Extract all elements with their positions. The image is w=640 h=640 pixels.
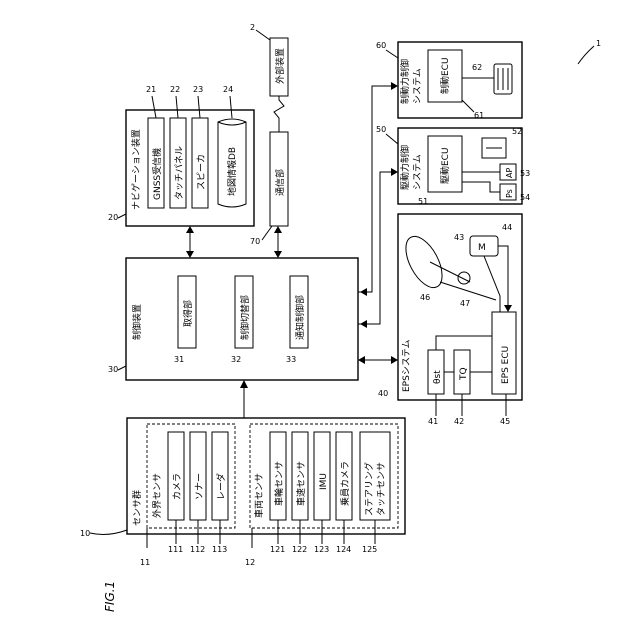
sensor-group-ref: 10 xyxy=(80,529,90,538)
shaft-ref: 47 xyxy=(460,299,470,308)
wireless-link xyxy=(274,96,284,132)
steering-wheel-icon xyxy=(398,231,449,294)
external-sensor-title: 外界センサ xyxy=(151,473,163,518)
mechanism-ref: 43 xyxy=(454,233,464,242)
map-db-ref: 24 xyxy=(223,85,233,94)
motor-ref: 44 xyxy=(502,223,512,232)
comm-unit-label: 通信部 xyxy=(274,169,286,196)
control-switch-unit-label: 制御切替部 xyxy=(239,295,251,340)
control-device-title: 制御装置 xyxy=(131,304,143,340)
map-db-label: 地図情報DB xyxy=(226,147,238,196)
drive-system-title-2: システム xyxy=(412,154,423,190)
sensor-group-title: センサ群 xyxy=(131,490,143,526)
radar-label: レーダ xyxy=(215,473,227,500)
eps-system-title: EPSシステム xyxy=(401,339,412,392)
control-brake-wire xyxy=(358,86,396,292)
occupant-camera-ref: 124 xyxy=(336,545,351,554)
drive-ecu-ref: 51 xyxy=(418,197,428,206)
brake-system-title-1: 制動力制御 xyxy=(399,59,411,104)
torque-sensor-ref: 42 xyxy=(454,417,464,426)
theta-st-label: θst xyxy=(433,370,443,384)
speaker-ref: 23 xyxy=(193,85,203,94)
torque-sensor-label: TQ xyxy=(459,367,469,381)
drive-ecu-label: 駆動ECU xyxy=(440,147,451,184)
control-device-ref: 30 xyxy=(108,365,118,374)
steering-rack xyxy=(440,282,496,300)
acquisition-unit-label: 取得部 xyxy=(182,300,194,327)
sensor-group: センサ群 10 外界センサ 11 カメラ 111 ソナー 112 レーダ 113… xyxy=(80,418,405,567)
imu-label: IMU xyxy=(319,473,329,490)
drive-system-title-1: 駆動力制御 xyxy=(399,145,411,190)
eps-system-ref: 40 xyxy=(378,389,388,398)
system-ref-leader xyxy=(578,46,594,64)
gnss-receiver-label: GNSS受信機 xyxy=(151,148,163,200)
brake-system-title-2: システム xyxy=(412,68,423,104)
touch-panel-label: タッチパネル xyxy=(174,146,185,200)
vehicle-sensor-ref: 12 xyxy=(245,558,255,567)
notification-unit-ref: 33 xyxy=(286,355,296,364)
occupant-camera-label: 乗員カメラ xyxy=(339,461,351,506)
control-switch-unit-ref: 32 xyxy=(231,355,241,364)
speed-sensor-ref: 122 xyxy=(292,545,307,554)
sonar-label: ソナー xyxy=(194,473,205,500)
brake-pedal-ref: 62 xyxy=(472,63,482,72)
gnss-receiver-ref: 21 xyxy=(146,85,156,94)
external-device-label: 外部装置 xyxy=(274,48,286,84)
wheel-sensor-label: 車輪センサ xyxy=(273,461,285,506)
control-drive-wire xyxy=(358,172,396,324)
drive-system: 駆動力制御 システム 50 駆動ECU 51 52 AP 53 Ps 54 xyxy=(376,125,530,206)
imu-ref: 123 xyxy=(314,545,329,554)
brake-ecu-label: 制動ECU xyxy=(439,57,451,94)
ps-label: Ps xyxy=(505,189,514,198)
steering-wheel-ref: 46 xyxy=(420,293,430,302)
vehicle-sensor-title: 車両センサ xyxy=(253,473,265,518)
comm-unit-ref: 70 xyxy=(250,237,260,246)
speed-sensor-label: 車速センサ xyxy=(295,461,307,506)
navigation-device-title: ナビゲーション装置 xyxy=(130,129,142,210)
external-sensor-ref: 11 xyxy=(140,558,150,567)
speaker-label: スピーカ xyxy=(196,154,207,190)
radar-ref: 113 xyxy=(212,545,227,554)
steering-gear-icon xyxy=(458,272,470,284)
motor-label: M xyxy=(478,243,486,253)
touch-panel-ref: 22 xyxy=(170,85,180,94)
acquisition-unit-ref: 31 xyxy=(174,355,184,364)
steering-touch-sensor-label-line: ステアリング xyxy=(363,462,375,516)
control-device: 制御装置 30 取得部 31 制御切替部 32 通知制御部 33 xyxy=(108,258,358,380)
accelerator-pedal-ref: 52 xyxy=(512,127,522,136)
brake-ecu-ref: 61 xyxy=(474,111,484,120)
brake-system-ref: 60 xyxy=(376,41,386,50)
sonar-ref: 112 xyxy=(190,545,205,554)
camera-ref: 111 xyxy=(168,545,183,554)
sensor-group-box xyxy=(127,418,405,534)
external-device-ref: 2 xyxy=(250,23,255,32)
system-ref: 1 xyxy=(596,39,601,48)
notification-unit-label: 通知制御部 xyxy=(294,295,306,340)
eps-ecu-label: EPS ECU xyxy=(501,346,511,384)
eps-ecu-ref: 45 xyxy=(500,417,510,426)
steering-touch-sensor-ref: 125 xyxy=(362,545,377,554)
sensor-to-control-arrowhead xyxy=(240,380,248,388)
camera-label: カメラ xyxy=(172,473,183,500)
ps-ref: 54 xyxy=(520,193,530,202)
brake-system: 制動力制御 システム 60 制動ECU 61 62 xyxy=(376,41,522,120)
navigation-device-ref: 20 xyxy=(108,213,118,222)
theta-st-ref: 41 xyxy=(428,417,438,426)
wheel-sensor-ref: 121 xyxy=(270,545,285,554)
ap-ref: 53 xyxy=(520,169,530,178)
figure-label: FIG.1 xyxy=(103,581,117,612)
eps-system: EPSシステム 40 θst 41 TQ 42 EPS ECU 45 M 44 … xyxy=(378,214,522,426)
navigation-device: ナビゲーション装置 20 GNSS受信機 21 タッチパネル 22 スピーカ 2… xyxy=(108,85,254,226)
drive-system-ref: 50 xyxy=(376,125,386,134)
steering-touch-sensor-label-line: タッチセンサ xyxy=(376,462,387,516)
ap-label: AP xyxy=(505,168,514,178)
